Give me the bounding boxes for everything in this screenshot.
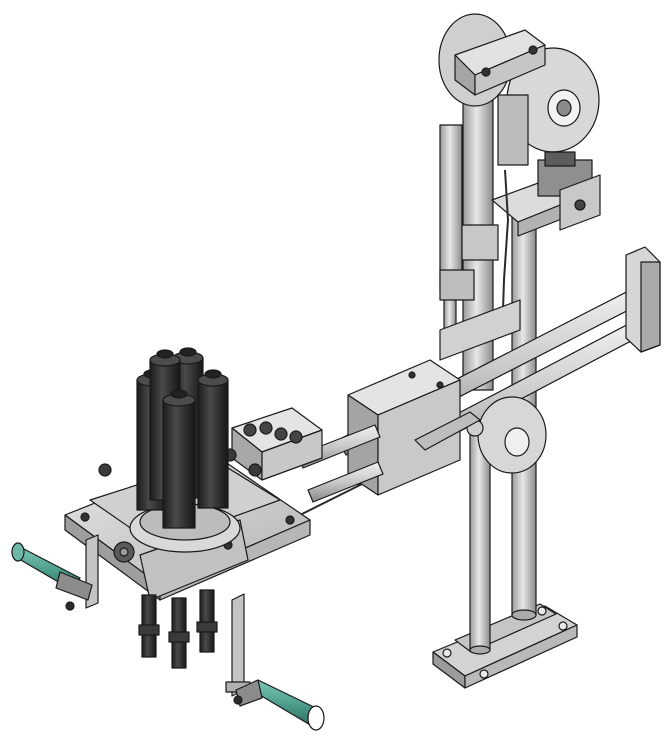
grip-handle-bottom[interactable]: [233, 679, 325, 731]
spindle-group: [136, 347, 229, 529]
grip-handle-left[interactable]: [11, 542, 93, 611]
swivel-joint: [414, 396, 547, 474]
handle-legs: [85, 534, 251, 697]
spindle-3: [197, 369, 229, 509]
sensor-bracket: [491, 151, 601, 237]
connector-block: [231, 407, 323, 481]
column-base-plate: [432, 603, 578, 689]
socket-extensions: [138, 589, 218, 669]
balancer-head: [438, 13, 600, 166]
spindle-5: [162, 389, 196, 529]
clamp-knob[interactable]: [113, 541, 135, 563]
